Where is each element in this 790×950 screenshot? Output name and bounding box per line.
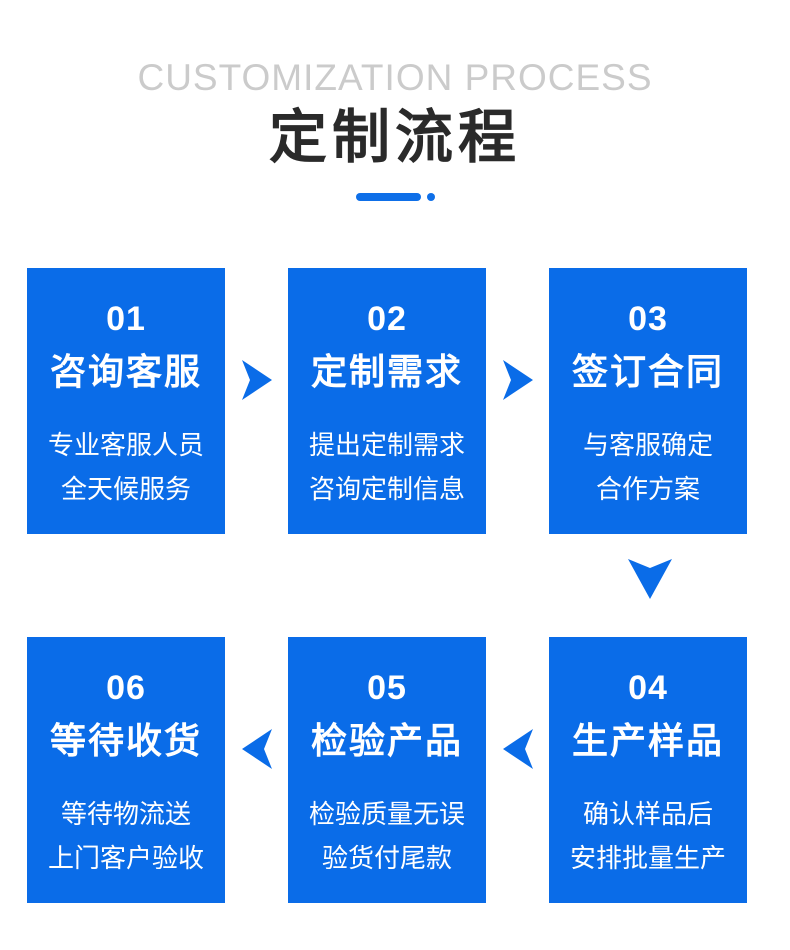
step-description: 确认样品后 安排批量生产 <box>570 792 726 880</box>
step-desc-line: 验货付尾款 <box>321 843 452 873</box>
step-description: 检验质量无误 验货付尾款 <box>309 792 465 880</box>
step-desc-line: 全天候服务 <box>60 474 191 504</box>
step-card-06: 06 等待收货 等待物流送 上门客户验收 <box>27 637 225 903</box>
flow-row-bottom: 06 等待收货 等待物流送 上门客户验收 05 检验产品 检验质量无误 验货付尾… <box>27 637 747 903</box>
divider-dot <box>426 193 435 201</box>
arrow-right-icon <box>241 360 272 400</box>
flow-arrow-gap <box>486 637 549 903</box>
step-number: 01 <box>106 300 146 338</box>
flow-row-top: 01 咨询客服 专业客服人员 全天候服务 02 定制需求 提出定制需求 咨询定制… <box>27 268 747 534</box>
step-desc-line: 确认样品后 <box>582 799 713 829</box>
step-number: 05 <box>367 669 407 707</box>
step-desc-line: 专业客服人员 <box>47 430 204 460</box>
section-title: 定制流程 <box>268 105 521 170</box>
step-description: 专业客服人员 全天候服务 <box>48 423 204 511</box>
step-title: 定制需求 <box>310 351 463 392</box>
step-desc-line: 等待物流送 <box>60 799 191 829</box>
step-title: 检验产品 <box>310 720 463 761</box>
step-card-03: 03 签订合同 与客服确定 合作方案 <box>549 268 747 534</box>
step-card-01: 01 咨询客服 专业客服人员 全天候服务 <box>27 268 225 534</box>
arrow-left-icon <box>241 729 272 769</box>
arrow-left-icon <box>502 729 533 769</box>
step-title: 等待收货 <box>49 720 202 761</box>
divider-bar <box>355 193 421 201</box>
step-desc-line: 提出定制需求 <box>308 430 465 460</box>
section-header: CUSTOMIZATION PROCESS 定制流程 <box>0 0 790 201</box>
flow-arrow-gap <box>225 268 288 534</box>
step-desc-line: 安排批量生产 <box>569 843 726 873</box>
step-title: 咨询客服 <box>49 351 202 392</box>
title-divider <box>0 193 790 201</box>
flow-arrow-gap <box>486 268 549 534</box>
step-card-02: 02 定制需求 提出定制需求 咨询定制信息 <box>288 268 486 534</box>
step-number: 03 <box>628 300 668 338</box>
step-desc-line: 上门客户验收 <box>47 843 204 873</box>
step-desc-line: 合作方案 <box>595 474 700 504</box>
flow-down-connector <box>628 559 672 599</box>
step-desc-line: 与客服确定 <box>582 430 713 460</box>
arrow-down-icon <box>628 559 672 599</box>
step-description: 与客服确定 合作方案 <box>583 423 713 511</box>
step-number: 06 <box>106 669 146 707</box>
step-title: 生产样品 <box>571 720 724 761</box>
section-subtitle-en: CUSTOMIZATION PROCESS <box>137 57 653 98</box>
step-description: 提出定制需求 咨询定制信息 <box>309 423 465 511</box>
step-desc-line: 咨询定制信息 <box>308 474 465 504</box>
step-card-04: 04 生产样品 确认样品后 安排批量生产 <box>549 637 747 903</box>
step-number: 02 <box>367 300 407 338</box>
arrow-right-icon <box>502 360 533 400</box>
step-card-05: 05 检验产品 检验质量无误 验货付尾款 <box>288 637 486 903</box>
step-description: 等待物流送 上门客户验收 <box>48 792 204 880</box>
step-desc-line: 检验质量无误 <box>308 799 465 829</box>
step-number: 04 <box>628 669 668 707</box>
step-title: 签订合同 <box>571 351 724 392</box>
flow-arrow-gap <box>225 637 288 903</box>
